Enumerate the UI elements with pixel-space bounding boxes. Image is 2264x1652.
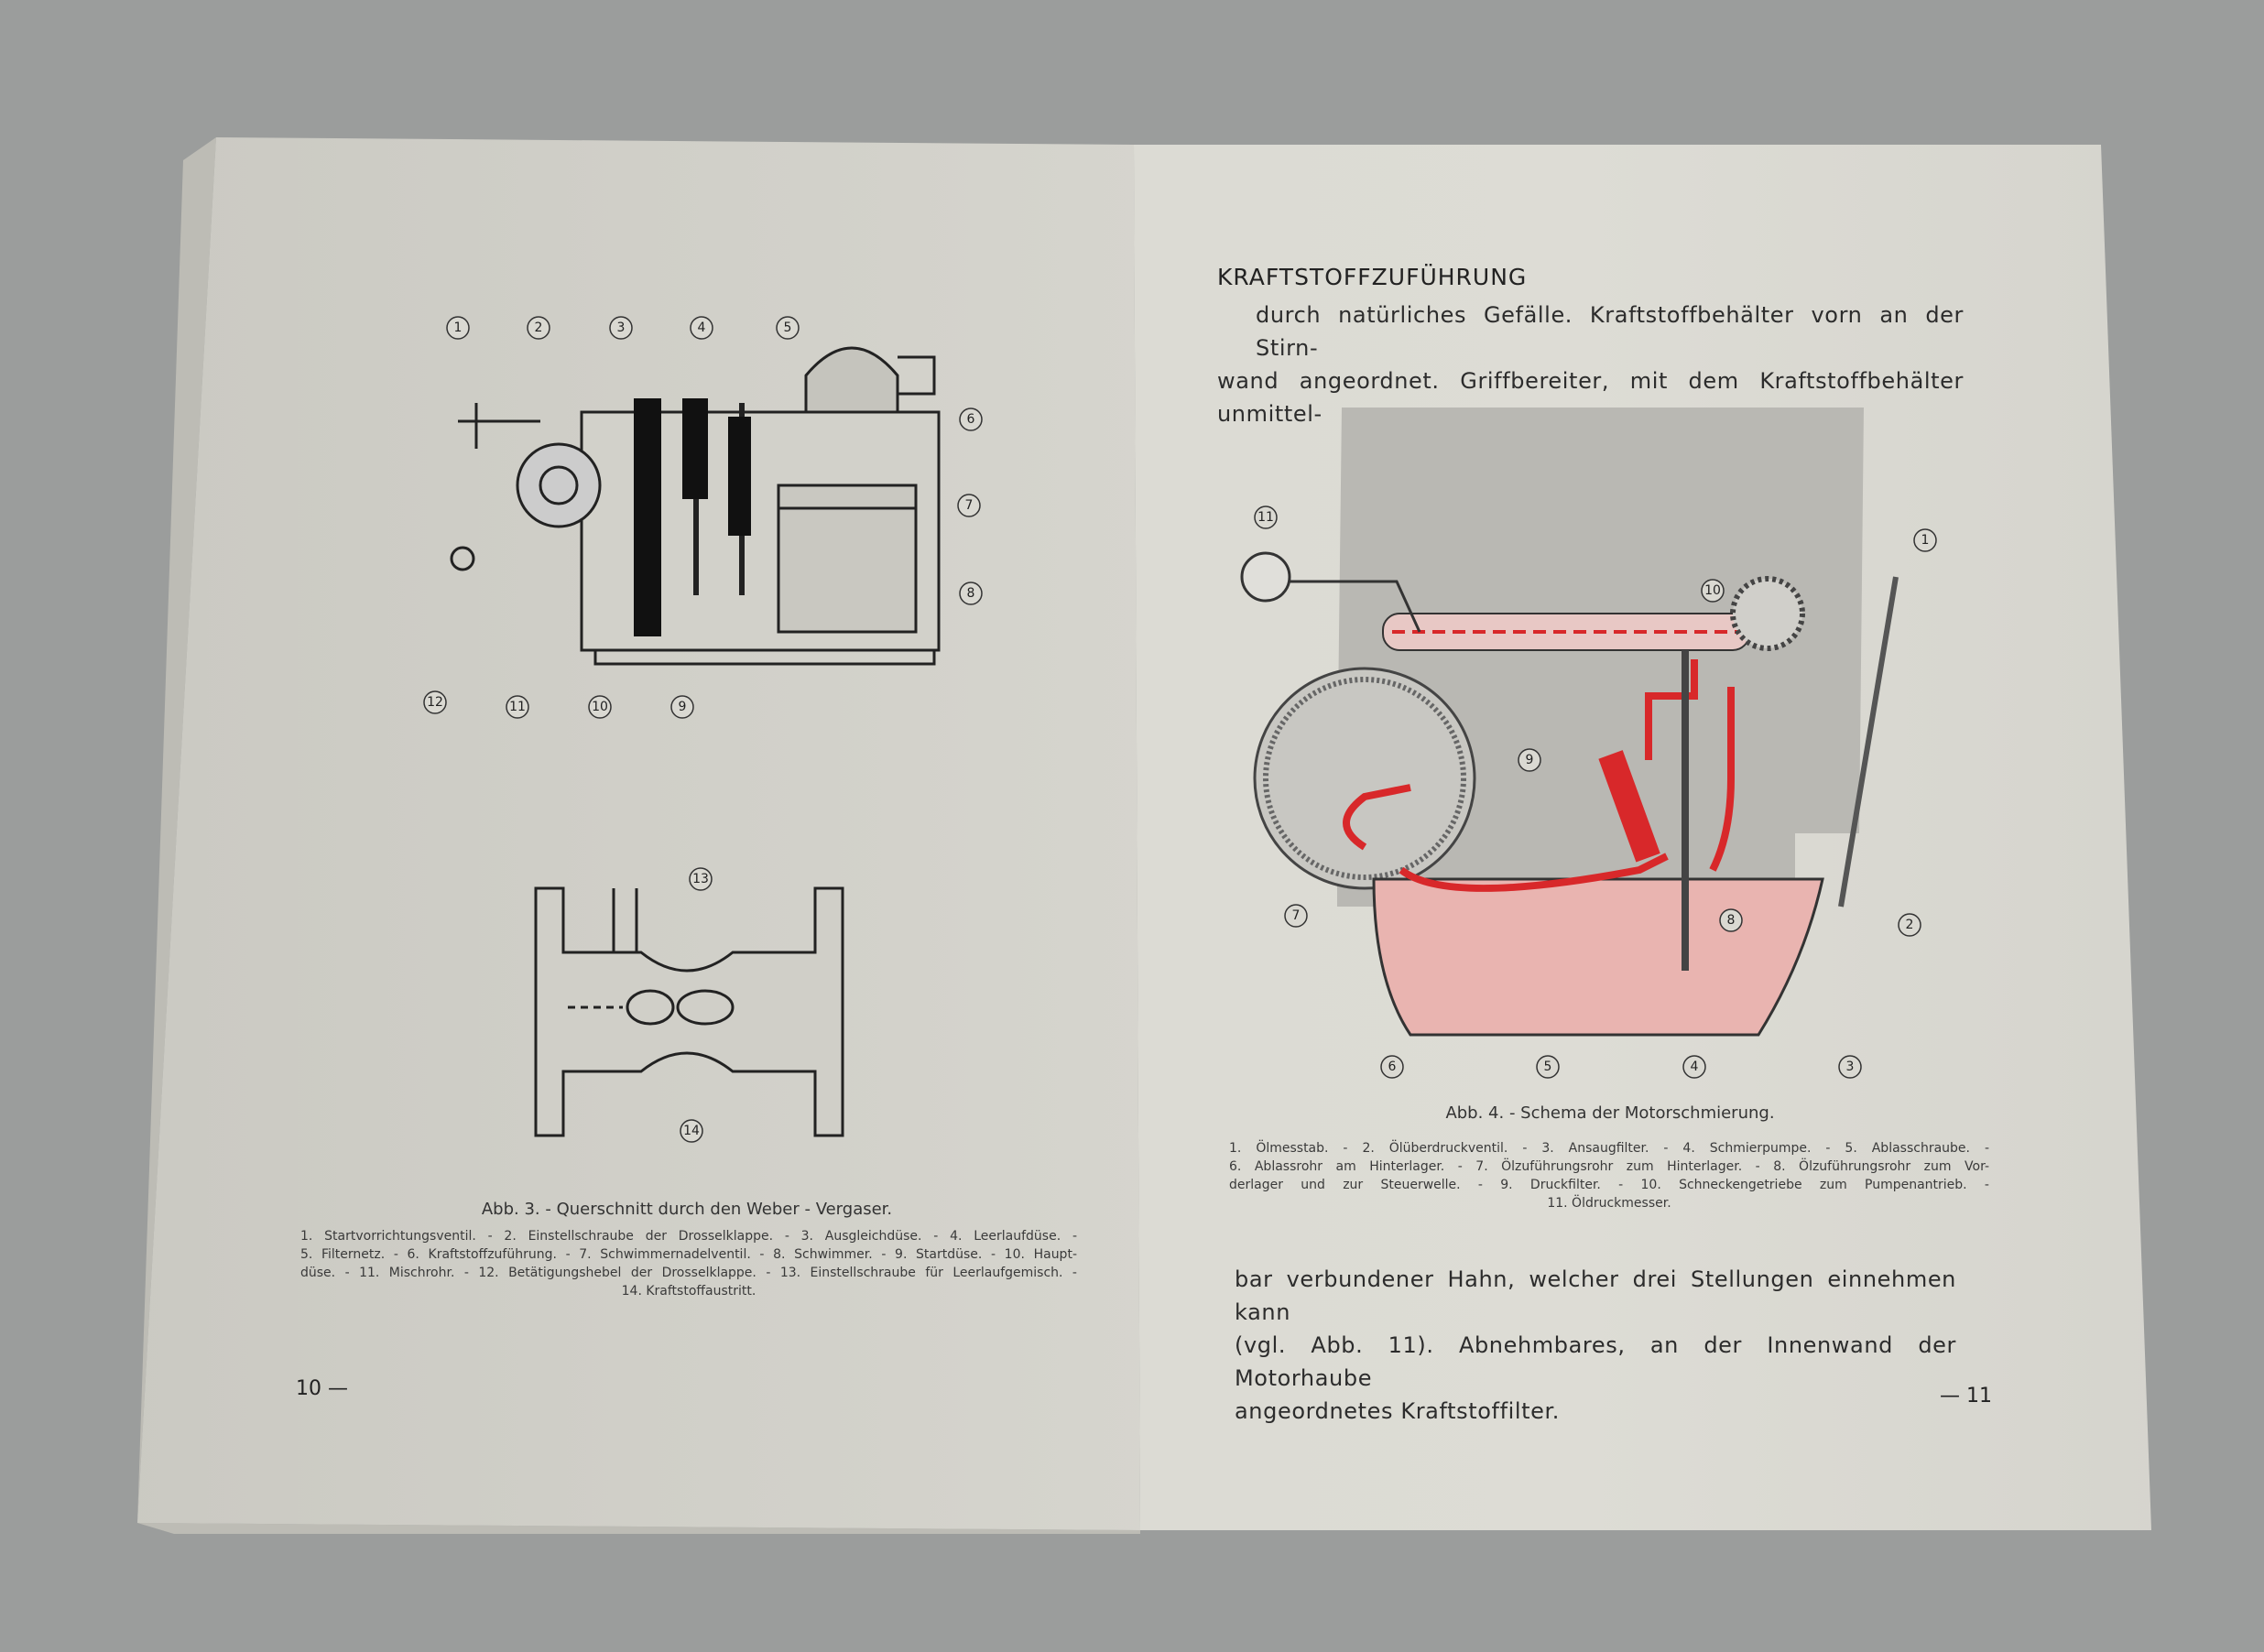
callout-number: 11 bbox=[1254, 505, 1278, 529]
svg-text:14: 14 bbox=[683, 1124, 700, 1138]
legend-line: 6. Ablassrohr am Hinterlager. - 7. Ölzuf… bbox=[1229, 1159, 1989, 1174]
callout-number: 5 bbox=[1536, 1055, 1560, 1079]
callout-number: 3 bbox=[609, 316, 633, 340]
callout-number: 2 bbox=[1898, 913, 1921, 937]
svg-text:9: 9 bbox=[679, 700, 687, 714]
svg-text:11: 11 bbox=[1257, 510, 1274, 525]
svg-text:13: 13 bbox=[692, 872, 709, 886]
page-number-left: 10 — bbox=[296, 1377, 348, 1400]
svg-text:7: 7 bbox=[1292, 908, 1301, 923]
svg-text:1: 1 bbox=[454, 321, 463, 335]
body-text-bottom: bar verbundener Hahn, welcher drei Stell… bbox=[1235, 1263, 1956, 1428]
svg-text:2: 2 bbox=[535, 321, 543, 335]
legend-line: 5. Filternetz. - 6. Kraftstoffzuführung.… bbox=[300, 1247, 1077, 1262]
page-number-right: — 11 bbox=[1940, 1385, 1992, 1407]
callout-number: 7 bbox=[957, 494, 981, 517]
legend-line: 1. Startvorrichtungsventil. - 2. Einstel… bbox=[300, 1229, 1077, 1244]
callout-number: 4 bbox=[1682, 1055, 1706, 1079]
callout-number: 9 bbox=[670, 695, 694, 719]
figure-4-legend: 1. Ölmesstab. - 2. Ölüberdruckventil. - … bbox=[1229, 1139, 1989, 1212]
callout-number: 8 bbox=[959, 581, 983, 605]
svg-text:12: 12 bbox=[427, 695, 443, 710]
svg-text:11: 11 bbox=[509, 700, 526, 714]
svg-text:3: 3 bbox=[1846, 1060, 1855, 1074]
callout-number: 9 bbox=[1518, 748, 1541, 772]
body-line: bar verbundener Hahn, welcher drei Stell… bbox=[1235, 1266, 1956, 1325]
callout-number: 10 bbox=[588, 695, 612, 719]
svg-text:6: 6 bbox=[967, 412, 975, 427]
body-line: (vgl. Abb. 11). Abnehmbares, an der Inne… bbox=[1235, 1332, 1956, 1391]
body-text-top: durch natürliches Gefälle. Kraftstoffbeh… bbox=[1217, 299, 1964, 430]
callout-number: 3 bbox=[1838, 1055, 1862, 1079]
svg-text:1: 1 bbox=[1921, 533, 1930, 548]
callout-number: 6 bbox=[1380, 1055, 1404, 1079]
svg-text:10: 10 bbox=[592, 700, 608, 714]
figure-3-caption: Abb. 3. - Querschnitt durch den Weber - … bbox=[481, 1200, 893, 1219]
body-line: angeordnetes Kraftstoffilter. bbox=[1235, 1398, 1561, 1424]
legend-line: 14. Kraftstoffaustritt. bbox=[621, 1284, 756, 1299]
legend-line: derlager und zur Steuerwelle. - 9. Druck… bbox=[1229, 1178, 1989, 1192]
svg-text:4: 4 bbox=[698, 321, 706, 335]
svg-text:6: 6 bbox=[1388, 1060, 1397, 1074]
callout-number: 4 bbox=[690, 316, 713, 340]
svg-text:10: 10 bbox=[1704, 583, 1721, 598]
svg-text:5: 5 bbox=[784, 321, 792, 335]
callout-number: 7 bbox=[1284, 904, 1308, 928]
figure-4-caption: Abb. 4. - Schema der Motorschmierung. bbox=[1445, 1103, 1775, 1123]
callout-number: 11 bbox=[506, 695, 529, 719]
svg-text:5: 5 bbox=[1544, 1060, 1552, 1074]
callout-number: 12 bbox=[423, 690, 447, 714]
body-line: durch natürliches Gefälle. Kraftstoffbeh… bbox=[1256, 302, 1964, 361]
callout-number: 5 bbox=[776, 316, 800, 340]
body-line: wand angeordnet. Griffbereiter, mit dem … bbox=[1217, 368, 1964, 427]
callout-number: 8 bbox=[1719, 908, 1743, 932]
svg-text:8: 8 bbox=[1727, 913, 1736, 928]
idle-mixture-section-diagram: 13 14 bbox=[534, 867, 844, 1143]
svg-text:7: 7 bbox=[965, 498, 974, 513]
section-heading: KRAFTSTOFFZUFÜHRUNG bbox=[1217, 264, 1528, 290]
engine-lubrication-diagram: 1 2 3 4 5 6 7 8 9 10 11 bbox=[1240, 408, 1937, 1079]
callout-number: 1 bbox=[1913, 528, 1937, 552]
svg-text:9: 9 bbox=[1526, 753, 1534, 767]
legend-line: 1. Ölmesstab. - 2. Ölüberdruckventil. - … bbox=[1229, 1141, 1989, 1156]
svg-text:8: 8 bbox=[967, 586, 975, 601]
figure-3-legend: 1. Startvorrichtungsventil. - 2. Einstel… bbox=[300, 1227, 1077, 1300]
svg-text:3: 3 bbox=[617, 321, 626, 335]
legend-line: düse. - 11. Mischrohr. - 12. Betätigungs… bbox=[300, 1266, 1077, 1280]
callout-number: 2 bbox=[527, 316, 550, 340]
legend-line: 11. Öldruckmesser. bbox=[1547, 1196, 1671, 1211]
callout-number: 6 bbox=[959, 408, 983, 431]
callout-number: 13 bbox=[689, 867, 713, 891]
callout-number: 10 bbox=[1701, 579, 1725, 603]
svg-text:2: 2 bbox=[1906, 918, 1914, 932]
svg-text:4: 4 bbox=[1691, 1060, 1699, 1074]
callout-number: 14 bbox=[680, 1119, 703, 1143]
callout-number: 1 bbox=[446, 316, 470, 340]
